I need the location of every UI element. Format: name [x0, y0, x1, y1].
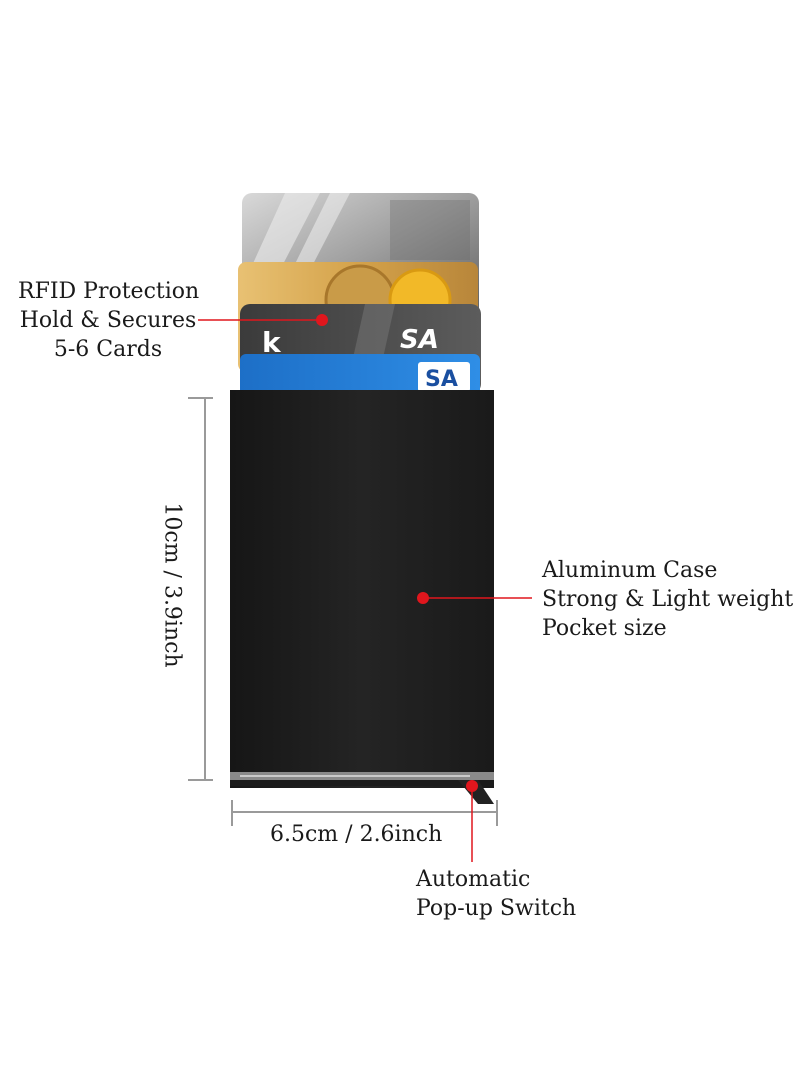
rfid-line-2: Hold & Secures: [19, 308, 197, 333]
height-dimension-line: [188, 397, 213, 781]
card-brand-text: k: [262, 326, 282, 359]
switch-callout-label: Automatic Pop-up Switch: [416, 865, 576, 923]
svg-text:SA: SA: [425, 367, 458, 392]
height-dimension-label: 10cm / 3.9inch: [159, 502, 185, 668]
rfid-line-1: RFID Protection: [18, 279, 200, 304]
width-dimension-label: 6.5cm / 2.6inch: [270, 822, 443, 847]
rfid-line-3: 5-6 Cards: [53, 337, 163, 362]
case-callout-label: Aluminum Case Strong & Light weight Pock…: [542, 556, 793, 643]
width-dimension-line: [231, 800, 498, 826]
case-line-3: Pocket size: [542, 616, 667, 641]
case-callout-pointer: [417, 592, 532, 604]
aluminum-case: [230, 390, 494, 804]
switch-line-1: Automatic: [416, 867, 531, 892]
rfid-callout-label: RFID Protection Hold & Secures 5-6 Cards: [18, 277, 200, 364]
rfid-callout-pointer: [198, 314, 328, 326]
svg-text:SA: SA: [400, 325, 439, 355]
blue-card: SA: [240, 354, 480, 400]
switch-callout-pointer: [466, 780, 478, 862]
switch-line-2: Pop-up Switch: [416, 896, 577, 921]
case-line-2: Strong & Light weight: [542, 587, 794, 612]
case-line-1: Aluminum Case: [542, 558, 718, 583]
